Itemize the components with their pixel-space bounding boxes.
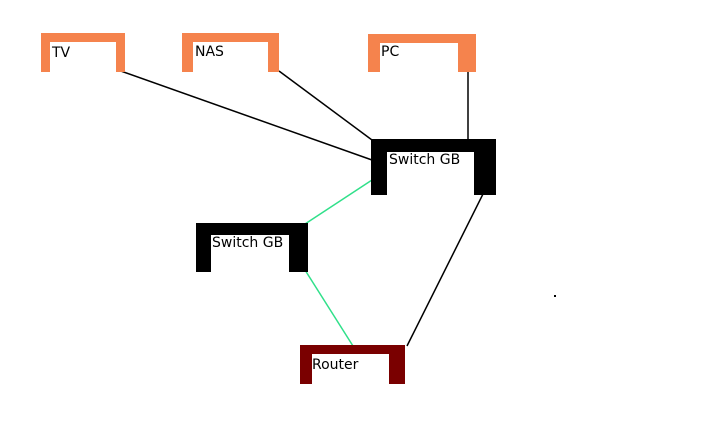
- link-nas-switch-top: [278, 70, 373, 141]
- stray-dot: [554, 295, 556, 297]
- node-nas: NAS: [182, 33, 279, 72]
- node-router-label: Router: [312, 357, 359, 373]
- node-tv: TV: [41, 33, 125, 72]
- node-pc-label: PC: [381, 44, 400, 60]
- link-switch-mid-router: [304, 269, 354, 347]
- link-tv-switch-top: [117, 69, 373, 161]
- link-switch-top-router: [406, 193, 484, 347]
- link-switch-top-switch-mid: [304, 179, 373, 225]
- node-switch-mid-label: Switch GB: [212, 235, 284, 251]
- node-pc: PC: [368, 34, 476, 72]
- node-router: Router: [300, 345, 405, 384]
- node-tv-label: TV: [52, 45, 71, 61]
- node-nas-label: NAS: [195, 44, 224, 60]
- node-switch-top: Switch GB: [371, 139, 496, 195]
- node-switch-top-label: Switch GB: [389, 152, 461, 168]
- node-switch-mid: Switch GB: [196, 223, 308, 272]
